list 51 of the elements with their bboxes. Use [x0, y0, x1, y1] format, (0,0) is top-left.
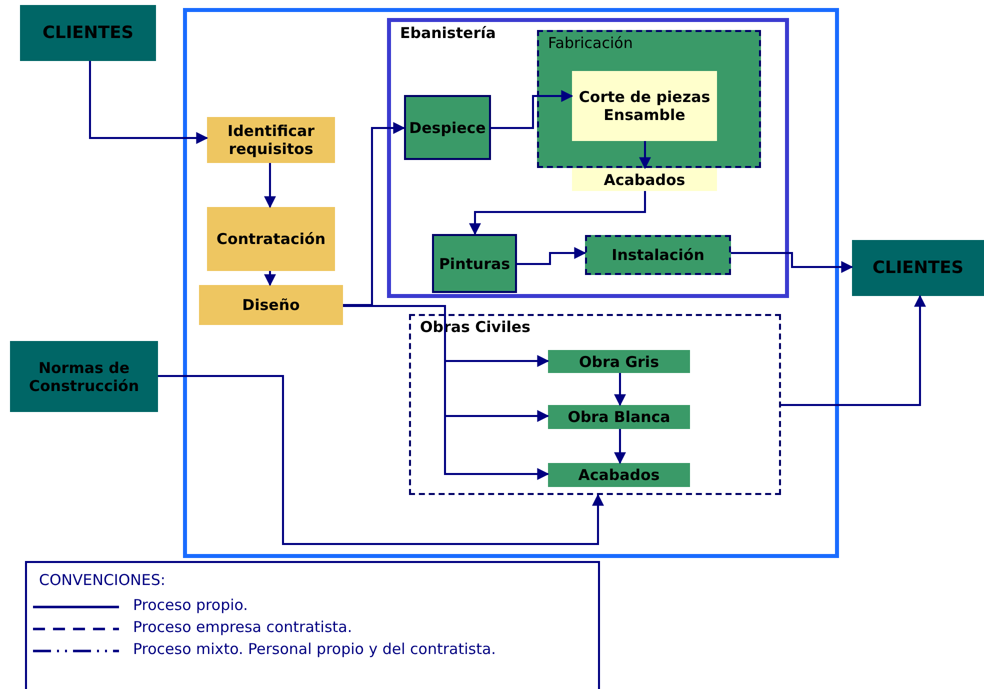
process-box [207, 117, 335, 163]
arrow [264, 163, 276, 208]
arrow [264, 271, 276, 286]
node-label: Obra Blanca [566, 408, 672, 426]
arrow [517, 247, 586, 265]
arrow [469, 191, 646, 236]
arrow [89, 61, 208, 144]
client-box [852, 240, 984, 296]
group-frame [409, 314, 781, 495]
process-box [207, 207, 335, 271]
legend-text: Proceso propio. [133, 596, 248, 614]
legend-title: CONVENCIONES: [39, 571, 166, 589]
arrow [343, 122, 406, 306]
arrow [614, 429, 626, 464]
area-frame [183, 8, 839, 558]
group-frame [537, 30, 761, 168]
process-box [404, 95, 491, 160]
process-box [199, 285, 343, 325]
node-label: Pinturas [438, 254, 512, 272]
node-label: Normas de Construcción [28, 358, 140, 394]
node-label: CLIENTES [872, 258, 964, 278]
node-label: Obra Gris [578, 352, 660, 370]
process-box [548, 405, 690, 429]
arrow [158, 375, 604, 545]
arrow [491, 90, 574, 129]
arrow [614, 373, 626, 406]
process-box [572, 71, 717, 141]
node-label: Ensamble [602, 106, 686, 124]
process-box [572, 168, 717, 191]
node-label: Acabados [577, 466, 661, 484]
node-label: Despiece [408, 118, 487, 136]
group-frame [387, 18, 789, 298]
arrow [781, 294, 926, 406]
arrow [731, 252, 854, 273]
node-label: Contratación [216, 230, 326, 248]
node-label: Acabados [602, 170, 686, 188]
node-label: Instalación [610, 246, 706, 264]
process-box [548, 463, 690, 487]
node-label: CLIENTES [42, 22, 134, 44]
node-label: Diseño [241, 296, 301, 314]
process-box [432, 234, 517, 293]
legend-text: Proceso empresa contratista. [133, 618, 352, 636]
group-title: Fabricación [547, 34, 634, 52]
process-box [585, 235, 731, 275]
source-box [20, 5, 156, 61]
node-label: Identificar requisitos [226, 122, 316, 158]
node-label: Corte de piezas [578, 88, 712, 106]
arrow [639, 141, 651, 170]
legend-text: Proceso mixto. Personal propio y del contratista. [133, 640, 496, 658]
source-box [10, 341, 158, 412]
process-box [548, 350, 690, 373]
